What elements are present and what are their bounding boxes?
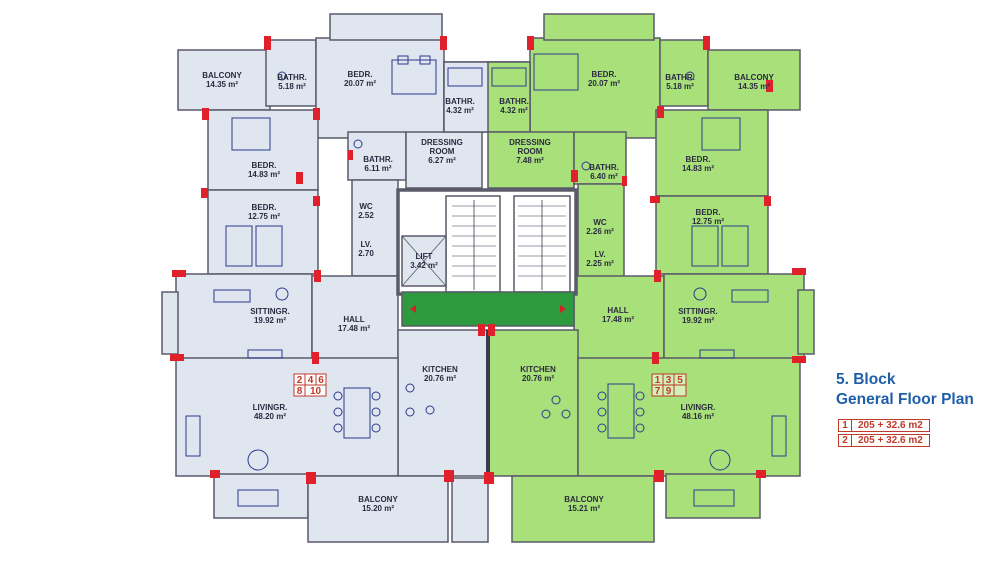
room-label-r-living: LIVINGR.: [681, 403, 716, 412]
room-label-r-bathr-inner: 6.40 m²: [590, 172, 618, 181]
left-apt-num-1: 2: [297, 375, 303, 386]
room-label-l-hall: 17.48 m²: [338, 324, 370, 333]
room-label-r-balcony-bottom: BALCONY: [564, 495, 604, 504]
structural-columns: [170, 36, 806, 484]
room-label-l-balcony-bottom: BALCONY: [358, 495, 398, 504]
room-label-lift: LIFT: [416, 252, 433, 261]
room-label-l-bathr-small: BATHR.: [277, 73, 307, 82]
right-apt-num-2: 3: [666, 375, 672, 386]
room-label-r-wc: 2.26 m²: [586, 227, 614, 236]
stair-treads: [452, 200, 566, 290]
room-label-l-bathr-inner: BATHR.: [363, 155, 393, 164]
legend-value: 205 + 32.6 m2: [852, 434, 930, 447]
left-apartment-numbers: [293, 373, 327, 397]
room-label-r-bedr-3: 12.75 m²: [692, 217, 724, 226]
room-label-l-dressing: 6.27 m²: [428, 156, 456, 165]
room-label-lift: 3.42 m²: [410, 261, 438, 270]
room-label-l-bedr-master: BEDR.: [348, 70, 373, 79]
room-label-l-bedr-2: BEDR.: [252, 161, 277, 170]
room-label-r-bedr-3: BEDR.: [696, 208, 721, 217]
plan-title-line2: General Floor Plan: [836, 391, 974, 408]
room-label-r-bedr-master: BEDR.: [592, 70, 617, 79]
room-label-r-dressing: ROOM: [518, 147, 543, 156]
room-label-l-kitchen: KITCHEN: [422, 365, 458, 374]
room-label-l-balcony-bottom: 15.20 m²: [362, 504, 394, 513]
room-label-r-lv: LV.: [594, 250, 605, 259]
room-label-l-balcony-top: 14.35 m²: [206, 80, 238, 89]
room-label-r-sitting: SITTINGR.: [678, 307, 718, 316]
room-label-r-sitting: 19.92 m²: [682, 316, 714, 325]
room-label-l-dressing: ROOM: [430, 147, 455, 156]
left-apt-num-2: 4: [308, 375, 314, 386]
plan-title: 5. Block General Floor Plan: [836, 370, 974, 410]
room-label-r-dressing: DRESSING: [509, 138, 551, 147]
room-label-l-bedr-3: BEDR.: [252, 203, 277, 212]
legend-row: 2 205 + 32.6 m2: [838, 434, 930, 447]
legend-row: 1 205 + 32.6 m2: [838, 419, 930, 432]
room-label-l-sitting: 19.92 m²: [254, 316, 286, 325]
room-label-r-balcony-top: BALCONY: [734, 73, 774, 82]
room-label-l-kitchen: 20.76 m²: [424, 374, 456, 383]
plan-title-line1: 5. Block: [836, 371, 896, 388]
room-label-r-hall: HALL: [607, 306, 628, 315]
room-label-l-bedr-master: 20.07 m²: [344, 79, 376, 88]
room-label-r-bathr-small: 5.18 m²: [666, 82, 694, 91]
legend-number: 1: [838, 419, 852, 432]
room-label-l-bedr-2: 14.83 m²: [248, 170, 280, 179]
room-label-r-balcony-top: 14.35 m²: [738, 82, 770, 91]
room-label-l-lv: 2.70: [358, 249, 374, 258]
room-label-l-wc: WC: [359, 202, 373, 211]
lift-cross: [401, 235, 447, 287]
room-label-l-living: LIVINGR.: [253, 403, 288, 412]
room-label-r-bathr-mid: 4.32 m²: [500, 106, 528, 115]
left-apt-num-5: 10: [310, 386, 322, 397]
room-label-r-bathr-mid: BATHR.: [499, 97, 529, 106]
room-label-l-dressing: DRESSING: [421, 138, 463, 147]
room-label-r-bathr-inner: BATHR.: [589, 163, 619, 172]
room-label-l-bedr-3: 12.75 m²: [248, 212, 280, 221]
room-label-l-living: 48.20 m²: [254, 412, 286, 421]
right-apt-num-1: 1: [655, 375, 661, 386]
legend-value: 205 + 32.6 m2: [852, 419, 930, 432]
room-label-r-living: 48.16 m²: [682, 412, 714, 421]
room-label-l-wc: 2.52: [358, 211, 374, 220]
right-apartment-numbers: [651, 373, 687, 397]
room-label-r-balcony-bottom: 15.21 m²: [568, 504, 600, 513]
room-label-r-bedr-master: 20.07 m²: [588, 79, 620, 88]
room-label-l-hall: HALL: [343, 315, 364, 324]
room-label-l-balcony-top: BALCONY: [202, 71, 242, 80]
room-label-l-bathr-small: 5.18 m²: [278, 82, 306, 91]
room-label-r-bedr-2: BEDR.: [686, 155, 711, 164]
left-apt-num-3: 6: [318, 375, 324, 386]
room-label-r-lv: 2.25 m²: [586, 259, 614, 268]
room-label-l-bathr-inner: 6.11 m²: [364, 164, 391, 173]
legend-number: 2: [838, 434, 852, 447]
room-label-l-bathr-mid: BATHR.: [445, 97, 475, 106]
right-apt-num-3: 5: [677, 375, 683, 386]
landing-arrows: [410, 305, 566, 313]
room-label-r-kitchen: KITCHEN: [520, 365, 556, 374]
right-apartment: [443, 13, 815, 543]
left-apt-num-4: 8: [297, 386, 303, 397]
furniture: [185, 53, 787, 507]
right-apt-num-4: 7: [655, 386, 661, 397]
room-label-r-kitchen: 20.76 m²: [522, 374, 554, 383]
room-label-l-bathr-mid: 4.32 m²: [446, 106, 474, 115]
room-label-r-bathr-small: BATHR.: [665, 73, 695, 82]
room-label-l-lv: LV.: [360, 240, 371, 249]
room-label-r-bedr-2: 14.83 m²: [682, 164, 714, 173]
room-label-r-wc: WC: [593, 218, 607, 227]
right-apt-num-5: 9: [666, 386, 672, 397]
room-label-r-hall: 17.48 m²: [602, 315, 634, 324]
unit-legend: 1 205 + 32.6 m2 2 205 + 32.6 m2: [838, 419, 930, 449]
room-label-r-dressing: 7.48 m²: [516, 156, 544, 165]
room-label-l-sitting: SITTINGR.: [250, 307, 290, 316]
